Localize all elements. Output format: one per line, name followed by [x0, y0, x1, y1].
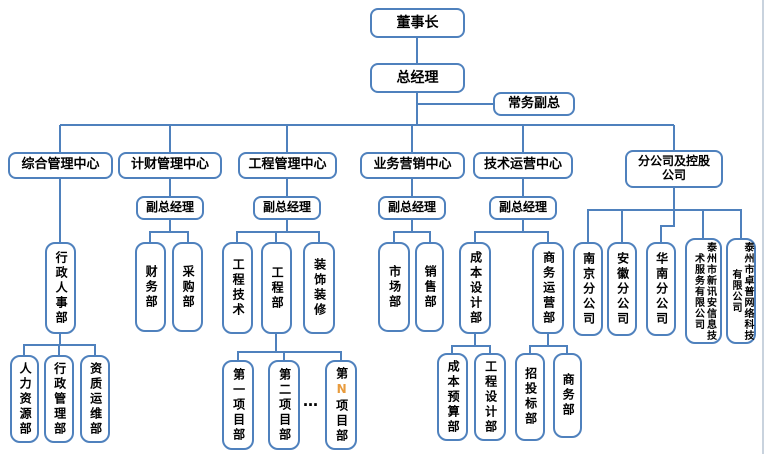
node-label: 资质运维部: [88, 361, 103, 437]
node-hr-dept: 人力资源部: [10, 355, 39, 443]
node-label: 销售部: [423, 264, 438, 310]
node-center-marketing: 业务营销中心: [360, 152, 465, 179]
node-center-admin: 综合管理中心: [8, 152, 113, 179]
node-xinxunan-company: 泰州市新讯安信息技术服务有限公司: [685, 238, 722, 344]
node-deputy-gm-engineering: 副总经理: [253, 196, 321, 220]
node-label: 装饰装修: [312, 258, 327, 318]
node-label: 行政人事部: [54, 250, 69, 326]
node-label: 第一项目部: [231, 367, 246, 443]
node-market-dept: 市场部: [378, 242, 410, 332]
node-south-china-branch: 华南分公司: [646, 242, 676, 336]
node-label: 第N项目部: [334, 366, 349, 444]
node-zhuopu-company: 泰州市卓普网络科技有限公司: [726, 238, 756, 344]
node-anhui-branch: 安徽分公司: [607, 242, 637, 336]
node-center-tech-ops: 技术运营中心: [473, 152, 573, 179]
node-label: 工程部: [270, 265, 285, 311]
node-qualification-ops-dept: 资质运维部: [80, 355, 110, 443]
node-project-dept-n: 第N项目部: [325, 360, 357, 450]
node-center-engineering: 工程管理中心: [238, 152, 337, 179]
node-bidding-dept: 招投标部: [515, 353, 545, 441]
node-label: 人力资源部: [18, 361, 33, 437]
node-eng-design-dept: 工程设计部: [474, 353, 506, 441]
node-commerce-dept: 商务部: [553, 353, 582, 438]
projects-ellipsis: …: [303, 392, 318, 410]
window-edge-divider: [762, 0, 764, 454]
node-center-finance: 计财管理中心: [118, 152, 222, 179]
node-executive-deputy-gm: 常务副总: [493, 92, 575, 116]
node-label: 安徽分公司: [615, 251, 630, 327]
node-label: 市场部: [387, 264, 402, 310]
node-label: 财务部: [144, 264, 159, 310]
node-label: 工程设计部: [483, 359, 498, 435]
node-label: 商务部: [561, 373, 576, 418]
node-decoration-dept: 装饰装修: [303, 242, 335, 334]
node-procurement-dept: 采购部: [172, 242, 203, 332]
node-label: 泰州市卓普网络科技有限公司: [730, 241, 753, 341]
node-branches-holdings: 分公司及控股公司: [625, 150, 723, 188]
node-label: 泰州市新讯安信息技术服务有限公司: [692, 241, 716, 341]
node-label: 成本设计部: [468, 250, 483, 326]
node-deputy-gm-marketing: 副总经理: [378, 196, 446, 220]
node-label: 商务运营部: [541, 250, 556, 326]
node-label: 工程技术: [231, 258, 246, 318]
node-cost-design-dept: 成本设计部: [459, 242, 491, 334]
node-deputy-gm-tech-ops: 副总经理: [489, 196, 557, 220]
node-sales-dept: 销售部: [415, 242, 444, 332]
node-deputy-gm-finance: 副总经理: [136, 196, 204, 220]
node-project-dept-1: 第一项目部: [222, 360, 254, 450]
node-general-manager: 总经理: [370, 63, 465, 93]
project-n-suffix: 项目部: [334, 398, 349, 444]
node-label: 南京分公司: [581, 251, 596, 327]
node-admin-mgmt-dept: 行政管理部: [44, 355, 74, 443]
node-label: 采购部: [181, 264, 196, 310]
node-label: 第二项目部: [277, 367, 292, 443]
node-label: 行政管理部: [52, 361, 67, 437]
node-cost-budget-dept: 成本预算部: [437, 353, 468, 441]
node-business-ops-dept: 商务运营部: [532, 242, 564, 334]
node-label: 招投标部: [523, 367, 538, 427]
node-finance-dept: 财务部: [135, 242, 166, 332]
node-admin-hr-dept: 行政人事部: [45, 242, 76, 334]
project-n-char: N: [334, 381, 349, 399]
node-label: 华南分公司: [654, 251, 669, 327]
node-eng-dept: 工程部: [261, 242, 292, 334]
node-nanjing-branch: 南京分公司: [573, 242, 603, 336]
project-n-prefix: 第: [334, 366, 349, 382]
node-chairman: 董事长: [370, 8, 465, 38]
node-project-dept-2: 第二项目部: [268, 360, 300, 450]
node-eng-tech-dept: 工程技术: [222, 242, 253, 334]
node-label: 成本预算部: [446, 359, 461, 435]
